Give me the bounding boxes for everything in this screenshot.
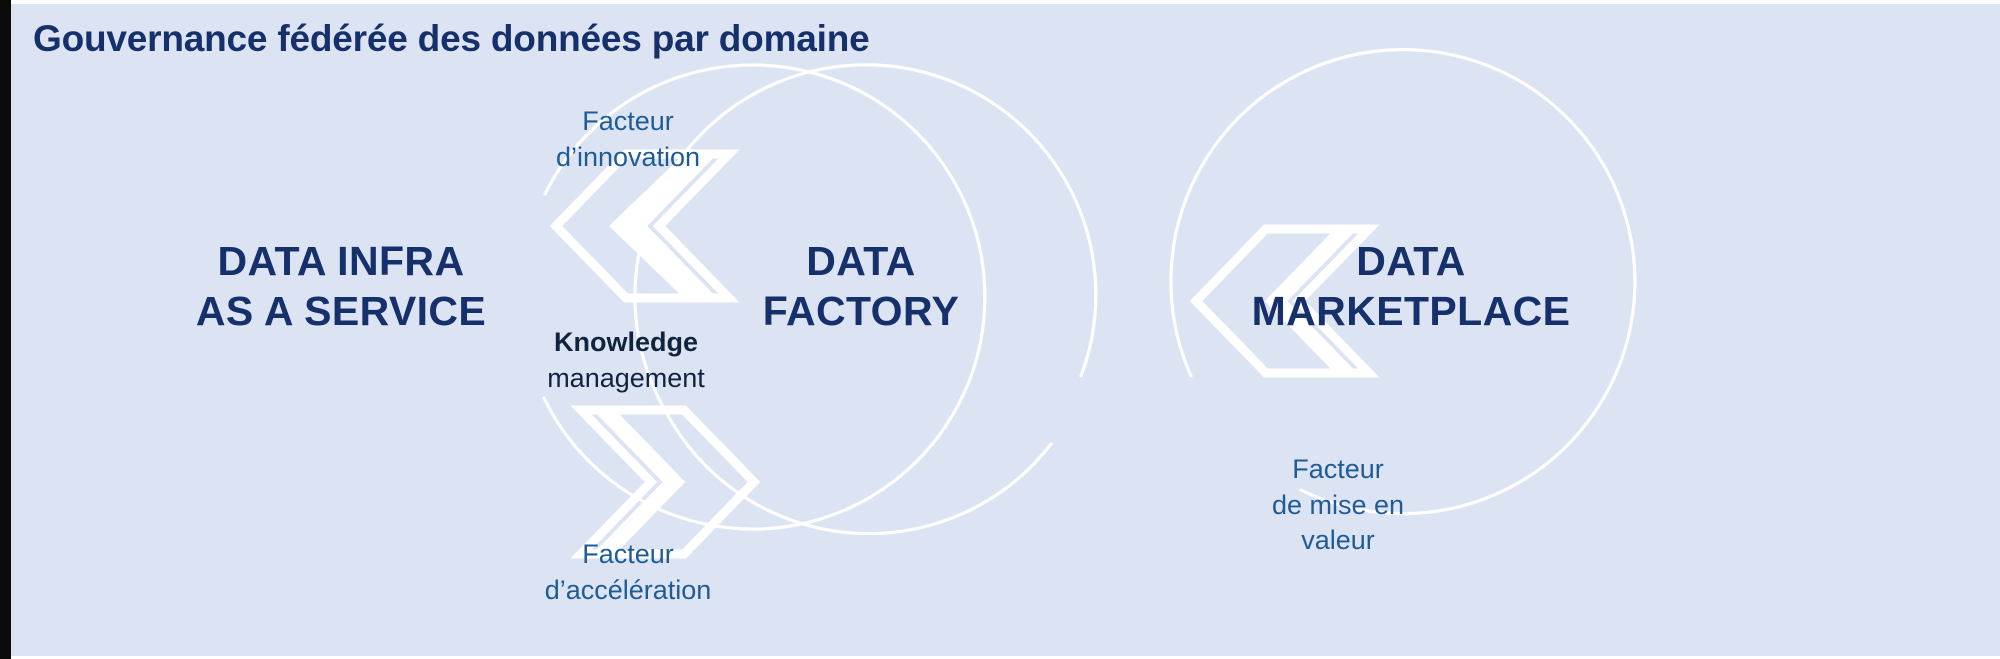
- connector-label-line: d’accélération: [544, 574, 712, 605]
- node-label-line1: DATA: [806, 238, 916, 284]
- node-label-data-factory: DATA FACTORY: [651, 236, 1071, 336]
- connector-label-line: valeur: [1301, 525, 1375, 556]
- center-label-normal: management: [547, 363, 705, 394]
- left-gutter-strip: [0, 0, 11, 659]
- connector-label-line: d’innovation: [555, 141, 701, 172]
- circle-data-marketplace: [1169, 48, 1637, 516]
- node-label-line1: DATA: [1356, 238, 1466, 284]
- top-hairline: [11, 0, 2000, 4]
- diagram-surface: Gouvernance fédérée des données par doma…: [11, 4, 2000, 656]
- node-label-line2: AS A SERVICE: [195, 288, 487, 335]
- connector-label-facteur-mise-en-valeur: Facteur de mise en valeur: [1243, 452, 1433, 559]
- center-label-knowledge-management: Knowledge management: [506, 324, 746, 397]
- chevron-innovation-outline: [549, 149, 740, 303]
- connector-label-facteur-innovation: Facteur d’innovation: [518, 104, 738, 175]
- diagram-vector-layer: [542, 48, 1637, 559]
- double-chevron-left-icon-valeur: [1189, 224, 1380, 378]
- connector-label-line: de mise en: [1271, 489, 1405, 520]
- node-label-data-marketplace: DATA MARKETPLACE: [1181, 236, 1641, 336]
- double-chevron-left-icon-innovation: [609, 150, 696, 302]
- page-title: Gouvernance fédérée des données par doma…: [33, 18, 870, 59]
- circle-data-infra: [542, 63, 987, 531]
- bottom-hairline: [11, 656, 2000, 659]
- connector-label-facteur-acceleration: Facteur d’accélération: [513, 537, 743, 608]
- node-label-data-infra: DATA INFRA AS A SERVICE: [131, 236, 551, 336]
- double-chevron-right-icon-acceleration: [570, 405, 761, 559]
- center-label-strong: Knowledge: [553, 327, 698, 357]
- connector-label-line: Facteur: [1292, 454, 1384, 484]
- node-label-line2: FACTORY: [762, 288, 960, 335]
- connector-label-line: Facteur: [582, 106, 674, 136]
- node-label-line2: MARKETPLACE: [1251, 288, 1571, 335]
- connector-label-line: Facteur: [582, 539, 674, 569]
- node-label-line1: DATA INFRA: [217, 238, 465, 284]
